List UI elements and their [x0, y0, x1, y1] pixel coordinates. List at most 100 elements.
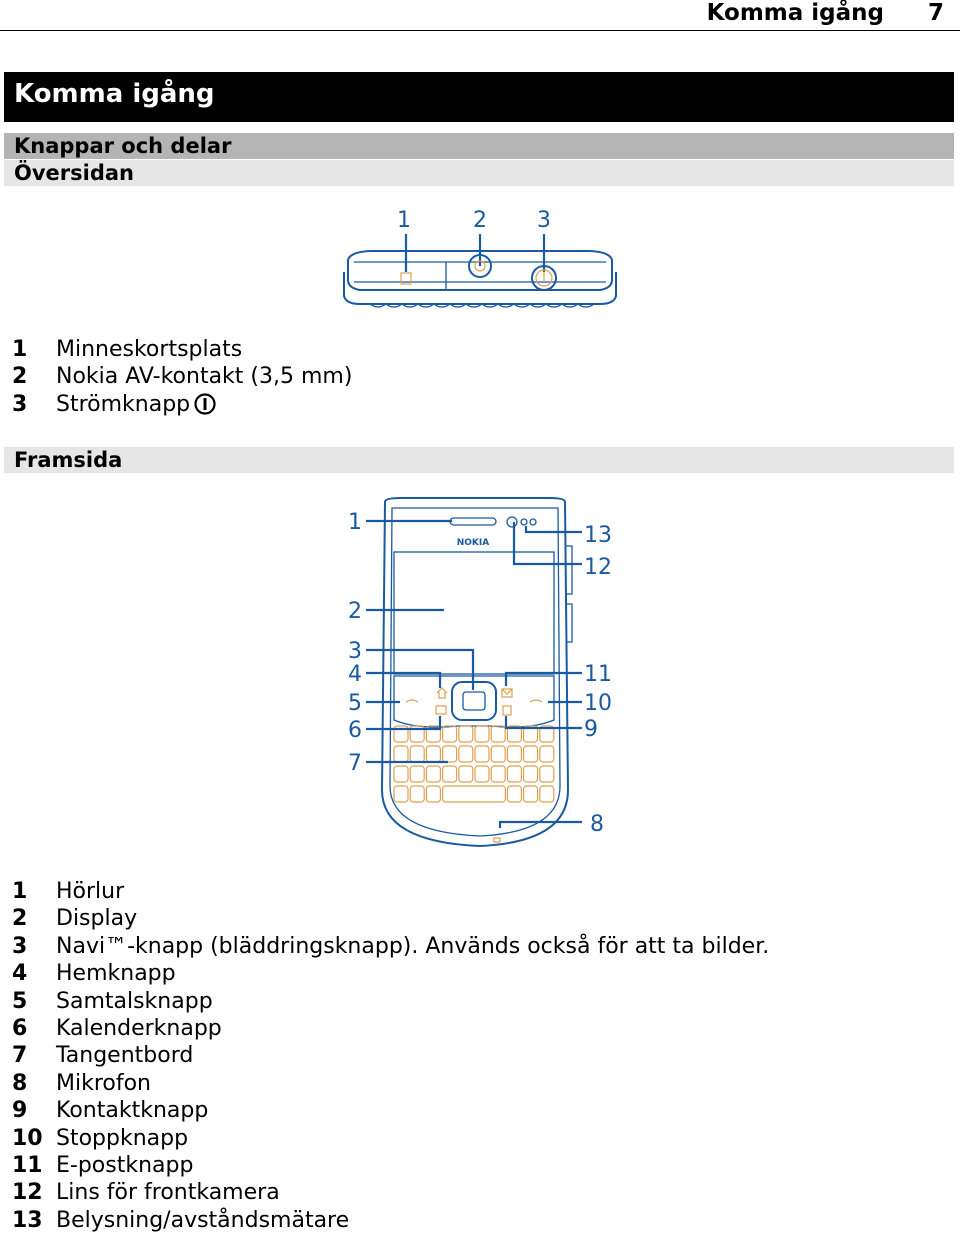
item-number: 6 — [12, 1015, 28, 1041]
item-text: Nokia AV-kontakt (3,5 mm) — [56, 364, 353, 390]
callout-label: 3 — [537, 208, 551, 233]
item-text: Display — [56, 906, 138, 932]
keyboard-key — [441, 725, 458, 743]
item-text: Minneskortsplats — [56, 337, 243, 362]
keyboard-key — [393, 725, 409, 743]
list-item: 7 Tangentbord — [12, 1042, 769, 1069]
item-number: 13 — [12, 1207, 43, 1233]
keyboard-key — [425, 785, 442, 803]
list-item: 10 Stoppknapp — [12, 1125, 769, 1152]
keyboard-key — [539, 745, 555, 763]
item-number: 2 — [12, 906, 28, 932]
keyboard-key — [458, 725, 474, 743]
page-number: 7 — [927, 0, 944, 26]
front-side-parts-list: 1 Hörlur 2 Display 3 Navi™-knapp (bläddring… — [12, 878, 769, 1234]
front-side-callouts: 1 2 3 4 5 6 7 8 9 10 11 12 13 — [348, 510, 612, 837]
keyboard-key — [490, 725, 506, 743]
item-text: Samtalsknapp — [56, 988, 213, 1014]
keyboard-key — [393, 765, 409, 783]
item-number: 3 — [12, 933, 28, 959]
item-number: 3 — [12, 391, 28, 417]
item-number: 4 — [12, 961, 28, 987]
nokia-logo: NOKIA — [457, 538, 490, 548]
keyboard-key — [474, 725, 490, 743]
keyboard-key — [506, 725, 522, 743]
keyboard-key — [523, 765, 539, 783]
list-item: 6 Kalenderknapp — [12, 1015, 769, 1042]
callout-label: 4 — [348, 662, 362, 687]
keyboard-key — [441, 745, 458, 763]
keyboard-key — [523, 745, 539, 763]
list-item: 5 Samtalsknapp — [12, 988, 769, 1015]
list-item: 3 Navi™-knapp (bläddringsknapp). Används … — [12, 933, 769, 960]
callout-label: 12 — [584, 555, 612, 580]
keyboard-key — [409, 725, 425, 743]
top-side-title: Översidan — [4, 160, 954, 186]
power-icon — [194, 393, 216, 415]
item-number: 8 — [12, 1070, 28, 1096]
list-item: 2 Display — [12, 905, 769, 932]
space-key — [441, 785, 506, 803]
item-text: Belysning/avståndsmätare — [56, 1207, 350, 1233]
keyboard-key — [539, 785, 555, 803]
section-title: Knappar och delar — [4, 133, 954, 159]
top-side-diagram: 1 2 3 — [343, 208, 617, 308]
callout-label: 7 — [348, 751, 362, 776]
keyboard-key — [523, 785, 539, 803]
keyboard-key — [458, 745, 474, 763]
item-number: 1 — [12, 879, 28, 904]
item-text: Tangentbord — [56, 1043, 194, 1069]
item-number: 10 — [12, 1125, 43, 1151]
keyboard-key — [539, 765, 555, 783]
keyboard-key — [425, 725, 442, 743]
callout-label: 6 — [348, 718, 362, 743]
callout-label: 2 — [348, 599, 362, 624]
keyboard-key — [474, 765, 490, 783]
chapter-title: Komma igång — [4, 72, 954, 122]
keyboard-key — [539, 725, 555, 743]
callout-label: 5 — [348, 691, 362, 716]
front-side-diagram: NOKIA — [380, 497, 573, 848]
keyboard-key — [409, 785, 425, 803]
item-text: Hemknapp — [56, 961, 176, 987]
front-side-title: Framsida — [4, 447, 954, 473]
callout-label: 8 — [590, 812, 604, 837]
item-number: 2 — [12, 364, 28, 390]
keyboard-key — [425, 765, 442, 783]
item-number: 11 — [12, 1152, 43, 1178]
list-item: 12 Lins för frontkamera — [12, 1179, 769, 1206]
keyboard-key — [523, 725, 539, 743]
list-item: 8 Mikrofon — [12, 1070, 769, 1097]
list-item: 13 Belysning/avståndsmätare — [12, 1207, 769, 1234]
keyboard-key — [506, 785, 522, 803]
item-text: Kalenderknapp — [56, 1015, 222, 1041]
running-header-section: Komma igång — [706, 0, 884, 26]
item-text: Navi™-knapp (bläddringsknapp). Används o… — [56, 933, 770, 959]
callout-label: 2 — [473, 208, 487, 233]
item-number: 12 — [12, 1180, 43, 1206]
callout-label: 11 — [584, 662, 612, 687]
item-text: Hörlur — [56, 879, 125, 904]
item-text: Stoppknapp — [56, 1125, 189, 1151]
item-text: Kontaktknapp — [56, 1098, 209, 1124]
running-header: Komma igång 7 — [0, 0, 960, 31]
keyboard-key — [393, 785, 409, 803]
keyboard-key — [441, 765, 458, 783]
keyboard-key — [506, 745, 522, 763]
callout-label: 10 — [584, 691, 612, 716]
item-number: 5 — [12, 988, 28, 1014]
keyboard-key — [409, 765, 425, 783]
callout-label: 3 — [348, 639, 362, 664]
item-number: 7 — [12, 1043, 28, 1069]
callout-label: 1 — [397, 208, 411, 233]
item-text: Mikrofon — [56, 1070, 152, 1096]
keyboard-key — [474, 745, 490, 763]
callout-label: 1 — [348, 510, 362, 535]
item-text: Lins för frontkamera — [56, 1180, 280, 1206]
keyboard-key — [506, 765, 522, 783]
